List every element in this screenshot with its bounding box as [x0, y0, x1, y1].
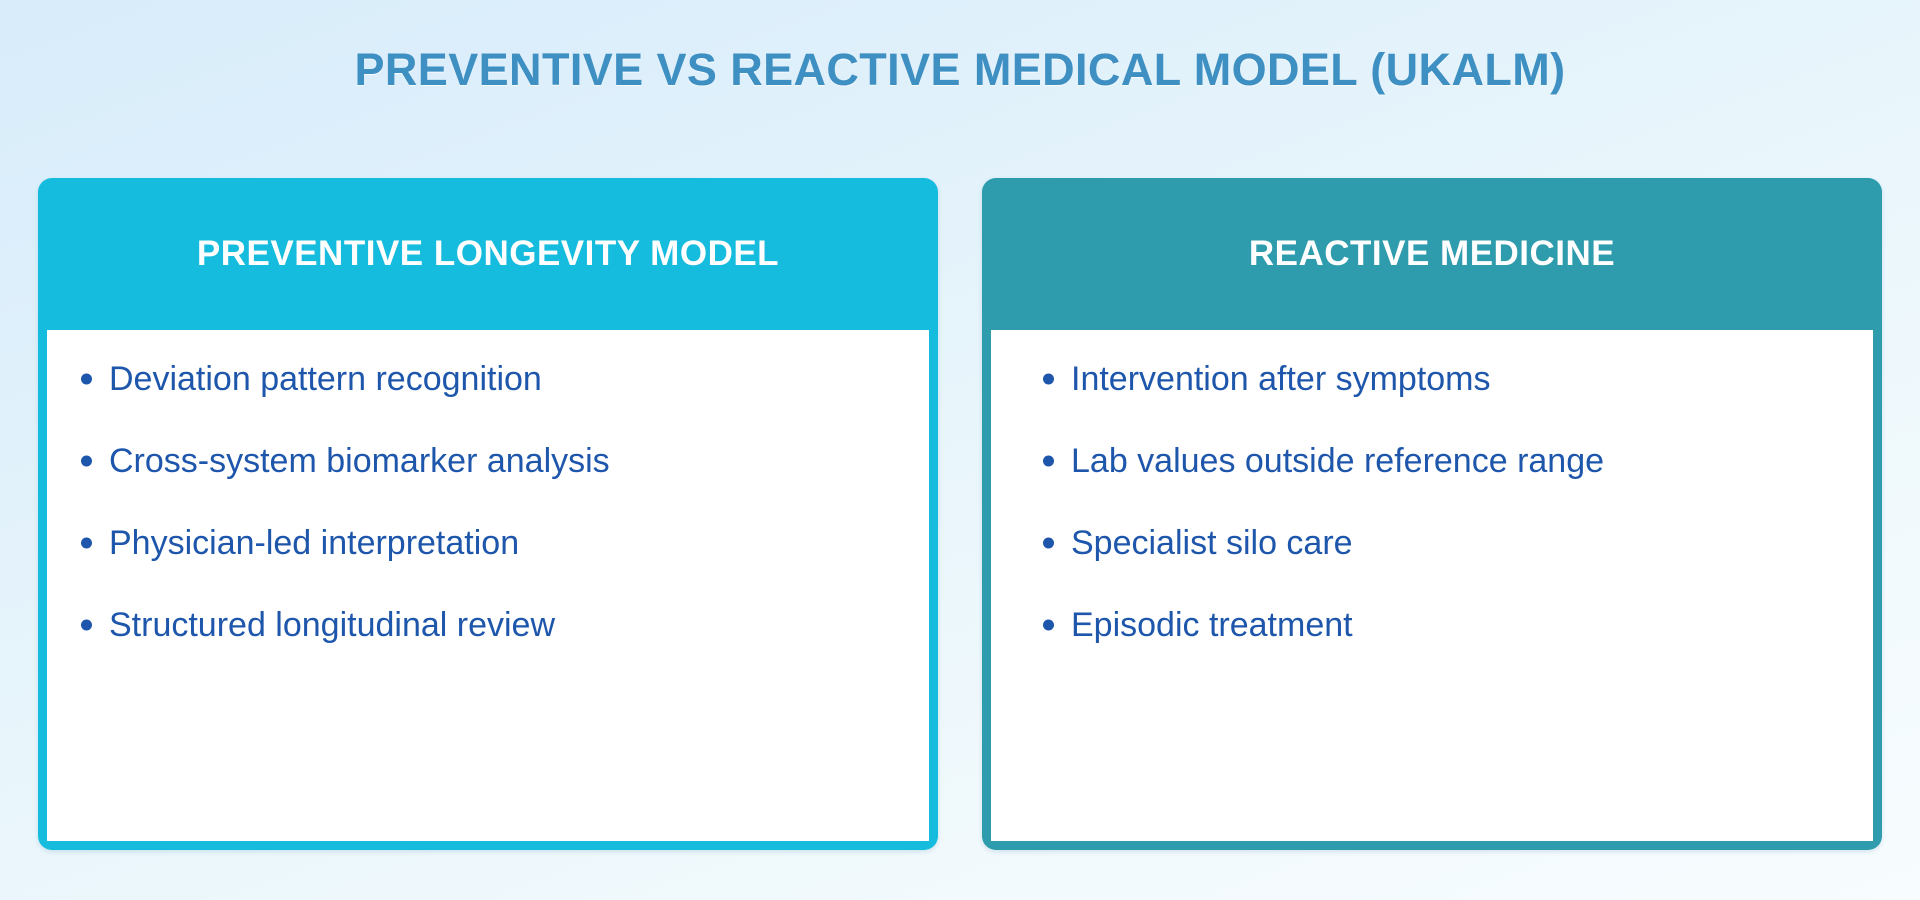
list-item: Episodic treatment [1039, 606, 1851, 644]
list-item-label: Specialist silo care [1071, 524, 1353, 563]
card-preventive-longevity-model: PREVENTIVE LONGEVITY MODEL Deviation pat… [38, 178, 938, 850]
bullet-dot-icon [81, 537, 92, 549]
card-header-reactive: REACTIVE MEDICINE [1248, 234, 1616, 273]
bullet-dot-icon [1043, 373, 1054, 385]
card-header-preventive: PREVENTIVE LONGEVITY MODEL [196, 234, 780, 273]
list-item-label: Episodic treatment [1071, 606, 1353, 645]
list-item-label: Cross-system biomarker analysis [109, 442, 610, 481]
list-item-label: Deviation pattern recognition [109, 360, 542, 398]
bullet-dot-icon [81, 455, 92, 467]
bullet-dot-icon [1043, 619, 1054, 631]
bullet-list-reactive: Intervention after symptoms Lab values o… [1039, 360, 1851, 644]
list-item-label: Structured longitudinal review [109, 606, 556, 645]
card-body-preventive: Deviation pattern recognition Cross-syst… [47, 330, 929, 841]
bullet-dot-icon [81, 373, 92, 385]
list-item: Deviation pattern recognition [77, 360, 907, 398]
comparison-columns: PREVENTIVE LONGEVITY MODEL Deviation pat… [38, 178, 1882, 850]
list-item: Structured longitudinal review [77, 606, 907, 644]
card-reactive-medicine: REACTIVE MEDICINE Intervention after sym… [982, 178, 1882, 850]
bullet-dot-icon [1043, 537, 1054, 549]
list-item: Specialist silo care [1039, 524, 1851, 562]
bullet-list-preventive: Deviation pattern recognition Cross-syst… [77, 360, 907, 644]
list-item: Lab values outside reference range [1039, 442, 1851, 480]
list-item: Intervention after symptoms [1039, 360, 1851, 398]
list-item-label: Lab values outside reference range [1071, 442, 1605, 481]
list-item-label: Intervention after symptoms [1071, 360, 1491, 398]
bullet-dot-icon [81, 619, 92, 631]
bullet-dot-icon [1043, 455, 1054, 467]
page-title: PREVENTIVE VS REACTIVE MEDICAL MODEL (UK… [354, 44, 1566, 95]
card-body-reactive: Intervention after symptoms Lab values o… [991, 330, 1873, 841]
list-item: Cross-system biomarker analysis [77, 442, 907, 480]
list-item: Physician-led interpretation [77, 524, 907, 562]
list-item-label: Physician-led interpretation [109, 524, 520, 563]
